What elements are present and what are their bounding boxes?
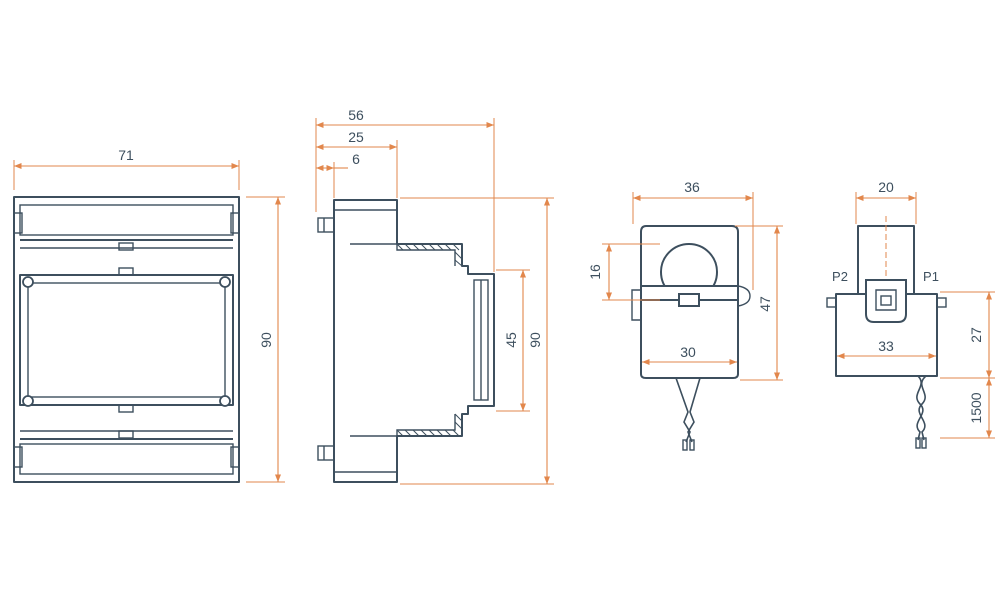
ct-side-slot-outer — [865, 279, 907, 323]
ct-front-width-dimension: 36 — [684, 179, 700, 195]
front-housing-outline — [13, 196, 240, 483]
front-display-window — [27, 282, 226, 398]
ct-front-latch — [678, 293, 700, 307]
front-screw-br — [219, 395, 231, 407]
side-front-clip-top — [317, 217, 335, 233]
ct-side-width-dimension: 20 — [878, 179, 894, 195]
side-depth-mid-dimension: 25 — [348, 129, 364, 145]
front-tab-mid-bottom — [118, 404, 134, 413]
ct-front-left-hinge — [631, 289, 642, 321]
ct-side-terminal-left-label: P2 — [832, 269, 848, 284]
front-tab-top — [118, 242, 134, 251]
front-bottom-cover — [19, 443, 234, 475]
front-height-dimension: 90 — [258, 332, 274, 348]
front-top-cover — [19, 204, 234, 236]
ct-side-terminal-right-label: P1 — [923, 269, 939, 284]
side-hatch-upper — [396, 243, 463, 267]
front-tab-bottom — [118, 430, 134, 439]
front-tab-mid-top — [118, 267, 134, 276]
ct-side-left-tab — [826, 297, 837, 308]
ct-side-lead-1 — [916, 375, 924, 441]
ct-front-lower-body — [640, 300, 739, 379]
ct-front-base-width-dimension: 30 — [680, 344, 696, 360]
ct-side-lead-length-dimension: 1500 — [968, 392, 984, 423]
front-screw-tl — [22, 276, 34, 288]
front-view: 71 90 — [13, 147, 285, 483]
side-section-upper — [350, 243, 456, 266]
ct-front-right-hinge — [737, 285, 751, 307]
front-clip-tl — [13, 212, 23, 234]
front-clip-br — [230, 446, 240, 468]
side-hatch-lower — [396, 413, 463, 437]
front-width-dimension: 71 — [118, 147, 134, 163]
ct-side-lead-2 — [918, 375, 927, 441]
ct-front-window-dimension: 16 — [587, 264, 603, 280]
front-screw-tr — [219, 276, 231, 288]
ct-side-base-width-dimension: 33 — [878, 338, 894, 354]
front-clip-tr — [230, 212, 240, 234]
ct-side-view: P2 P1 20 33 27 1500 — [826, 179, 995, 449]
side-front-clip-bottom — [317, 445, 335, 461]
front-clip-bl — [13, 446, 23, 468]
ct-side-right-tab — [936, 297, 947, 308]
ct-front-lead-2 — [687, 377, 701, 443]
side-height-dimension: 90 — [527, 332, 543, 348]
front-screw-bl — [22, 395, 34, 407]
side-rail-height-dimension: 45 — [503, 332, 519, 348]
front-display-frame — [19, 274, 234, 406]
side-body-outline — [333, 199, 495, 483]
side-depth-total-dimension: 56 — [348, 107, 364, 123]
side-view: 56 25 6 45 90 — [315, 107, 554, 485]
side-depth-small-dimension: 6 — [352, 151, 360, 167]
ct-front-upper-jaw — [640, 225, 739, 295]
ct-front-height-dimension: 47 — [757, 296, 773, 312]
ct-side-body-height-dimension: 27 — [968, 327, 984, 343]
ct-side-slot-inner — [875, 289, 897, 311]
ct-front-view: 36 16 30 47 — [587, 179, 783, 451]
